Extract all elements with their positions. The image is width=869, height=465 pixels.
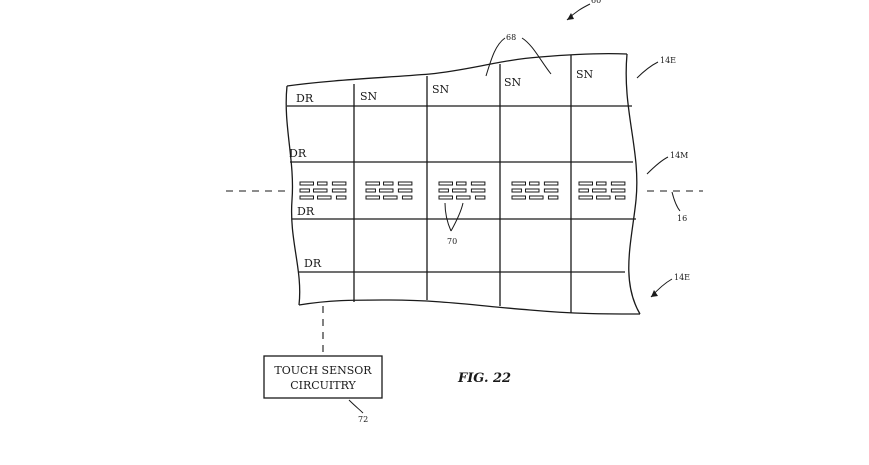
electrode-segment	[438, 181, 453, 186]
ref-label-edge-upper: 14E	[660, 56, 676, 65]
panel-bottom-edge	[298, 299, 641, 315]
electrode-segment	[313, 188, 328, 193]
figure-caption: FIG. 22	[457, 371, 511, 386]
electrode-segment	[578, 188, 589, 193]
column-label-sn-4: SN	[576, 68, 594, 81]
electrode-segment	[592, 188, 607, 193]
electrode-segment	[383, 181, 394, 186]
electrode-segment	[331, 188, 347, 193]
electrode-segment	[397, 188, 413, 193]
electrode-segment	[596, 195, 611, 200]
ref-label-sensor-group: 68	[506, 33, 516, 42]
electrode-segment	[610, 188, 626, 193]
ref-label-edge-lower: 14E	[674, 273, 690, 282]
column-label-sn-2: SN	[432, 83, 450, 96]
column-label-sn-1: SN	[360, 90, 378, 103]
row-label-dr-3: DR	[297, 205, 315, 218]
ref-label-middle: 14M	[670, 151, 688, 160]
electrode-segment	[456, 195, 471, 200]
electrode-segment	[299, 195, 314, 200]
electrode-segment	[383, 195, 398, 200]
electrode-leader-right	[450, 202, 464, 232]
ref-label-electrodes: 70	[447, 237, 457, 246]
middle-leader	[646, 156, 669, 175]
electrode-segment	[470, 181, 486, 186]
electrode-segment	[543, 188, 559, 193]
electrode-segment	[529, 181, 540, 186]
electrode-segment	[452, 188, 467, 193]
electrode-segment	[365, 195, 380, 200]
electrode-segment	[331, 181, 347, 186]
electrode-segment	[610, 181, 626, 186]
electrode-segment	[365, 188, 376, 193]
axis-leader	[671, 191, 681, 212]
ref-label-top: 60	[591, 0, 601, 5]
sensor-group-leader-right	[521, 37, 552, 75]
electrode-segment	[365, 181, 380, 186]
electrode-segment	[299, 181, 314, 186]
column-label-sn-3: SN	[504, 76, 522, 89]
electrode-segment	[438, 188, 449, 193]
electrode-segment	[401, 195, 413, 200]
edge-lower-arrowhead	[651, 290, 658, 297]
electrode-segment	[397, 181, 413, 186]
circuitry-box-line-2: CIRCUITRY	[290, 379, 356, 392]
row-label-dr-4: DR	[304, 257, 322, 270]
panel-top-edge	[286, 52, 628, 87]
electrode-segment	[438, 195, 453, 200]
electrode-segment	[511, 181, 526, 186]
electrode-leader-left	[444, 202, 452, 232]
electrode-segment	[547, 195, 559, 200]
edge-upper-leader	[636, 61, 659, 79]
electrode-segment	[578, 195, 593, 200]
electrode-array	[299, 181, 626, 200]
electrode-segment	[456, 181, 467, 186]
electrode-segment	[470, 188, 486, 193]
sensor-group-leader-left	[485, 37, 506, 77]
electrode-segment	[299, 188, 310, 193]
electrode-segment	[379, 188, 394, 193]
figure-ref-arrowhead	[567, 13, 574, 20]
panel-right-edge	[625, 53, 641, 315]
electrode-segment	[511, 195, 526, 200]
panel-left-edge	[285, 85, 301, 306]
circuitry-leader	[348, 399, 364, 414]
electrode-segment	[529, 195, 544, 200]
electrode-segment	[317, 195, 332, 200]
ref-label-axis: 16	[677, 214, 687, 223]
electrode-segment	[543, 181, 559, 186]
electrode-segment	[596, 181, 607, 186]
electrode-segment	[474, 195, 486, 200]
electrode-segment	[578, 181, 593, 186]
row-label-dr-1: DR	[296, 92, 314, 105]
ref-label-circuitry: 72	[358, 415, 368, 424]
touch-sensor-circuitry-box	[263, 355, 383, 399]
electrode-segment	[614, 195, 626, 200]
electrode-segment	[317, 181, 328, 186]
circuitry-box-line-1: TOUCH SENSOR	[274, 364, 372, 377]
electrode-segment	[335, 195, 347, 200]
row-label-dr-2: DR	[289, 147, 307, 160]
electrode-segment	[511, 188, 522, 193]
electrode-segment	[525, 188, 540, 193]
